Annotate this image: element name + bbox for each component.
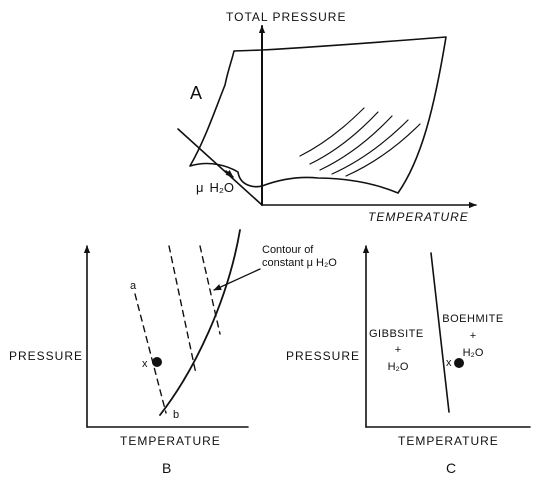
mu-symbol: μ	[196, 180, 204, 195]
panel-c-left-phase-water: H₂O	[388, 361, 409, 373]
panel-b-x-axis-label: TEMPERATURE	[120, 434, 221, 448]
panel-c-left-phase-plus: +	[395, 344, 401, 356]
panel-c-right-phase-water: H₂O	[463, 347, 484, 359]
panel-c-left-phase-name: GIBBSITE	[369, 328, 424, 340]
panel-a-y-axis-label: TOTAL PRESSURE	[226, 10, 346, 24]
panel-b-dashed-contour	[168, 245, 197, 375]
panel-a: TOTAL PRESSURE TEMPERATURE μ H₂O A	[177, 10, 477, 224]
panel-c-point-label: x	[446, 357, 452, 369]
panel-a-mu-axis	[177, 128, 263, 206]
panel-b-dashed-contour	[199, 245, 221, 335]
panel-c-point-x-marker	[454, 358, 464, 368]
panel-c-right-phase-plus: +	[470, 330, 476, 342]
panel-b-dashed-contour-a-b	[134, 293, 167, 414]
contour-line	[331, 119, 409, 175]
panel-b-point-label: x	[142, 358, 148, 370]
panel-b-panel-label: B	[162, 460, 171, 476]
panel-a-mu-label: μ H₂O	[196, 180, 234, 195]
panel-c: PRESSURE TEMPERATURE C GIBBSITE + H₂O BO…	[286, 245, 531, 476]
contour-line	[345, 123, 421, 177]
panel-b-line-end-label: b	[173, 409, 179, 421]
contour-line	[309, 111, 379, 165]
panel-b-phase-boundary	[159, 229, 241, 416]
mu-species: H₂O	[210, 180, 235, 195]
panel-c-y-axis-label: PRESSURE	[286, 349, 360, 363]
panel-a-mu-axis-arrowhead	[225, 169, 234, 178]
panel-c-phase-boundary	[430, 252, 450, 413]
panel-b-contour-note-line1: Contour of	[262, 244, 314, 256]
panel-b-line-start-label: a	[130, 280, 137, 292]
panel-c-right-phase-name: BOEHMITE	[442, 313, 503, 325]
contour-line	[319, 115, 393, 171]
panel-b-contour-note-arrow	[213, 268, 261, 291]
panel-a-contour-lines	[299, 107, 421, 177]
panel-c-panel-label: C	[446, 460, 456, 476]
panel-a-panel-label: A	[190, 83, 202, 103]
panel-a-x-axis-label: TEMPERATURE	[368, 210, 469, 224]
panel-b-point-x-marker	[152, 357, 162, 367]
panel-a-equilibrium-surface	[189, 36, 447, 194]
panel-b: PRESSURE TEMPERATURE B a b x Contour of …	[9, 229, 337, 476]
panel-c-x-axis-label: TEMPERATURE	[398, 434, 499, 448]
contour-line	[299, 107, 365, 157]
panel-b-contour-note-line2: constant μ H₂O	[262, 257, 337, 269]
panel-b-y-axis-label: PRESSURE	[9, 349, 83, 363]
